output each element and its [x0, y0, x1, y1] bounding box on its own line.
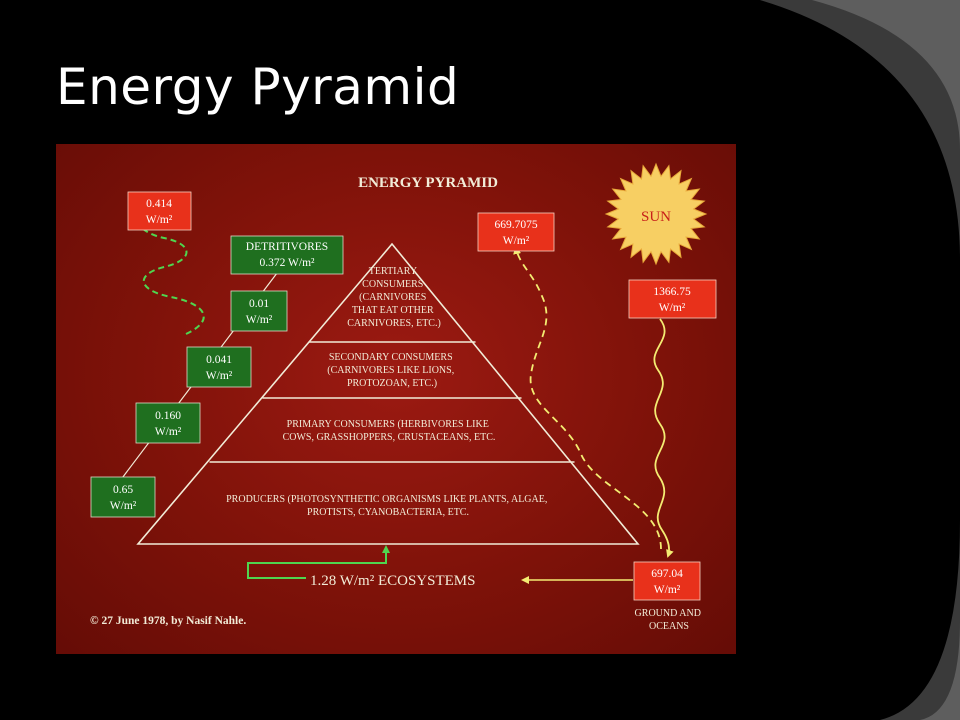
ecosystems-to-producers-arrow	[247, 545, 390, 579]
ecosystems-label: 1.28 W/m² ECOSYSTEMS	[310, 573, 476, 589]
energy-pyramid-diagram: ENERGY PYRAMID SUN TERTIARY CONSUMERS (C…	[90, 162, 717, 632]
svg-text:697.04W/m²: 697.04W/m²	[651, 568, 683, 596]
svg-text:0.01W/m²: 0.01W/m²	[246, 298, 273, 326]
diagram-title: ENERGY PYRAMID	[358, 175, 498, 191]
solar-radiation-arrow	[653, 318, 674, 558]
level-secondary: SECONDARY CONSUMERS (CARNIVORES LIKE LIO…	[327, 352, 456, 389]
level-primary: PRIMARY CONSUMERS (HERBIVORES LIKE COWS,…	[283, 419, 496, 443]
energy-pyramid-figure: ENERGY PYRAMID SUN TERTIARY CONSUMERS (C…	[56, 144, 736, 654]
reflected-radiation-arrow	[513, 246, 662, 550]
svg-text:0.65W/m²: 0.65W/m²	[110, 484, 137, 512]
slide-title: Energy Pyramid	[56, 58, 460, 116]
ground-oceans-label: GROUND AND OCEANS	[635, 608, 704, 632]
level-tertiary: TERTIARY CONSUMERS (CARNIVORES THAT EAT …	[347, 266, 441, 329]
sun-icon	[604, 162, 708, 266]
credit-text: © 27 June 1978, by Nasif Nahle.	[90, 615, 246, 627]
svg-text:1366.75W/m²: 1366.75W/m²	[653, 286, 691, 314]
level-producers: PRODUCERS (PHOTOSYNTHETIC ORGANISMS LIKE…	[226, 494, 550, 518]
sun-label: SUN	[641, 209, 671, 225]
pyramid-outline	[136, 242, 640, 545]
